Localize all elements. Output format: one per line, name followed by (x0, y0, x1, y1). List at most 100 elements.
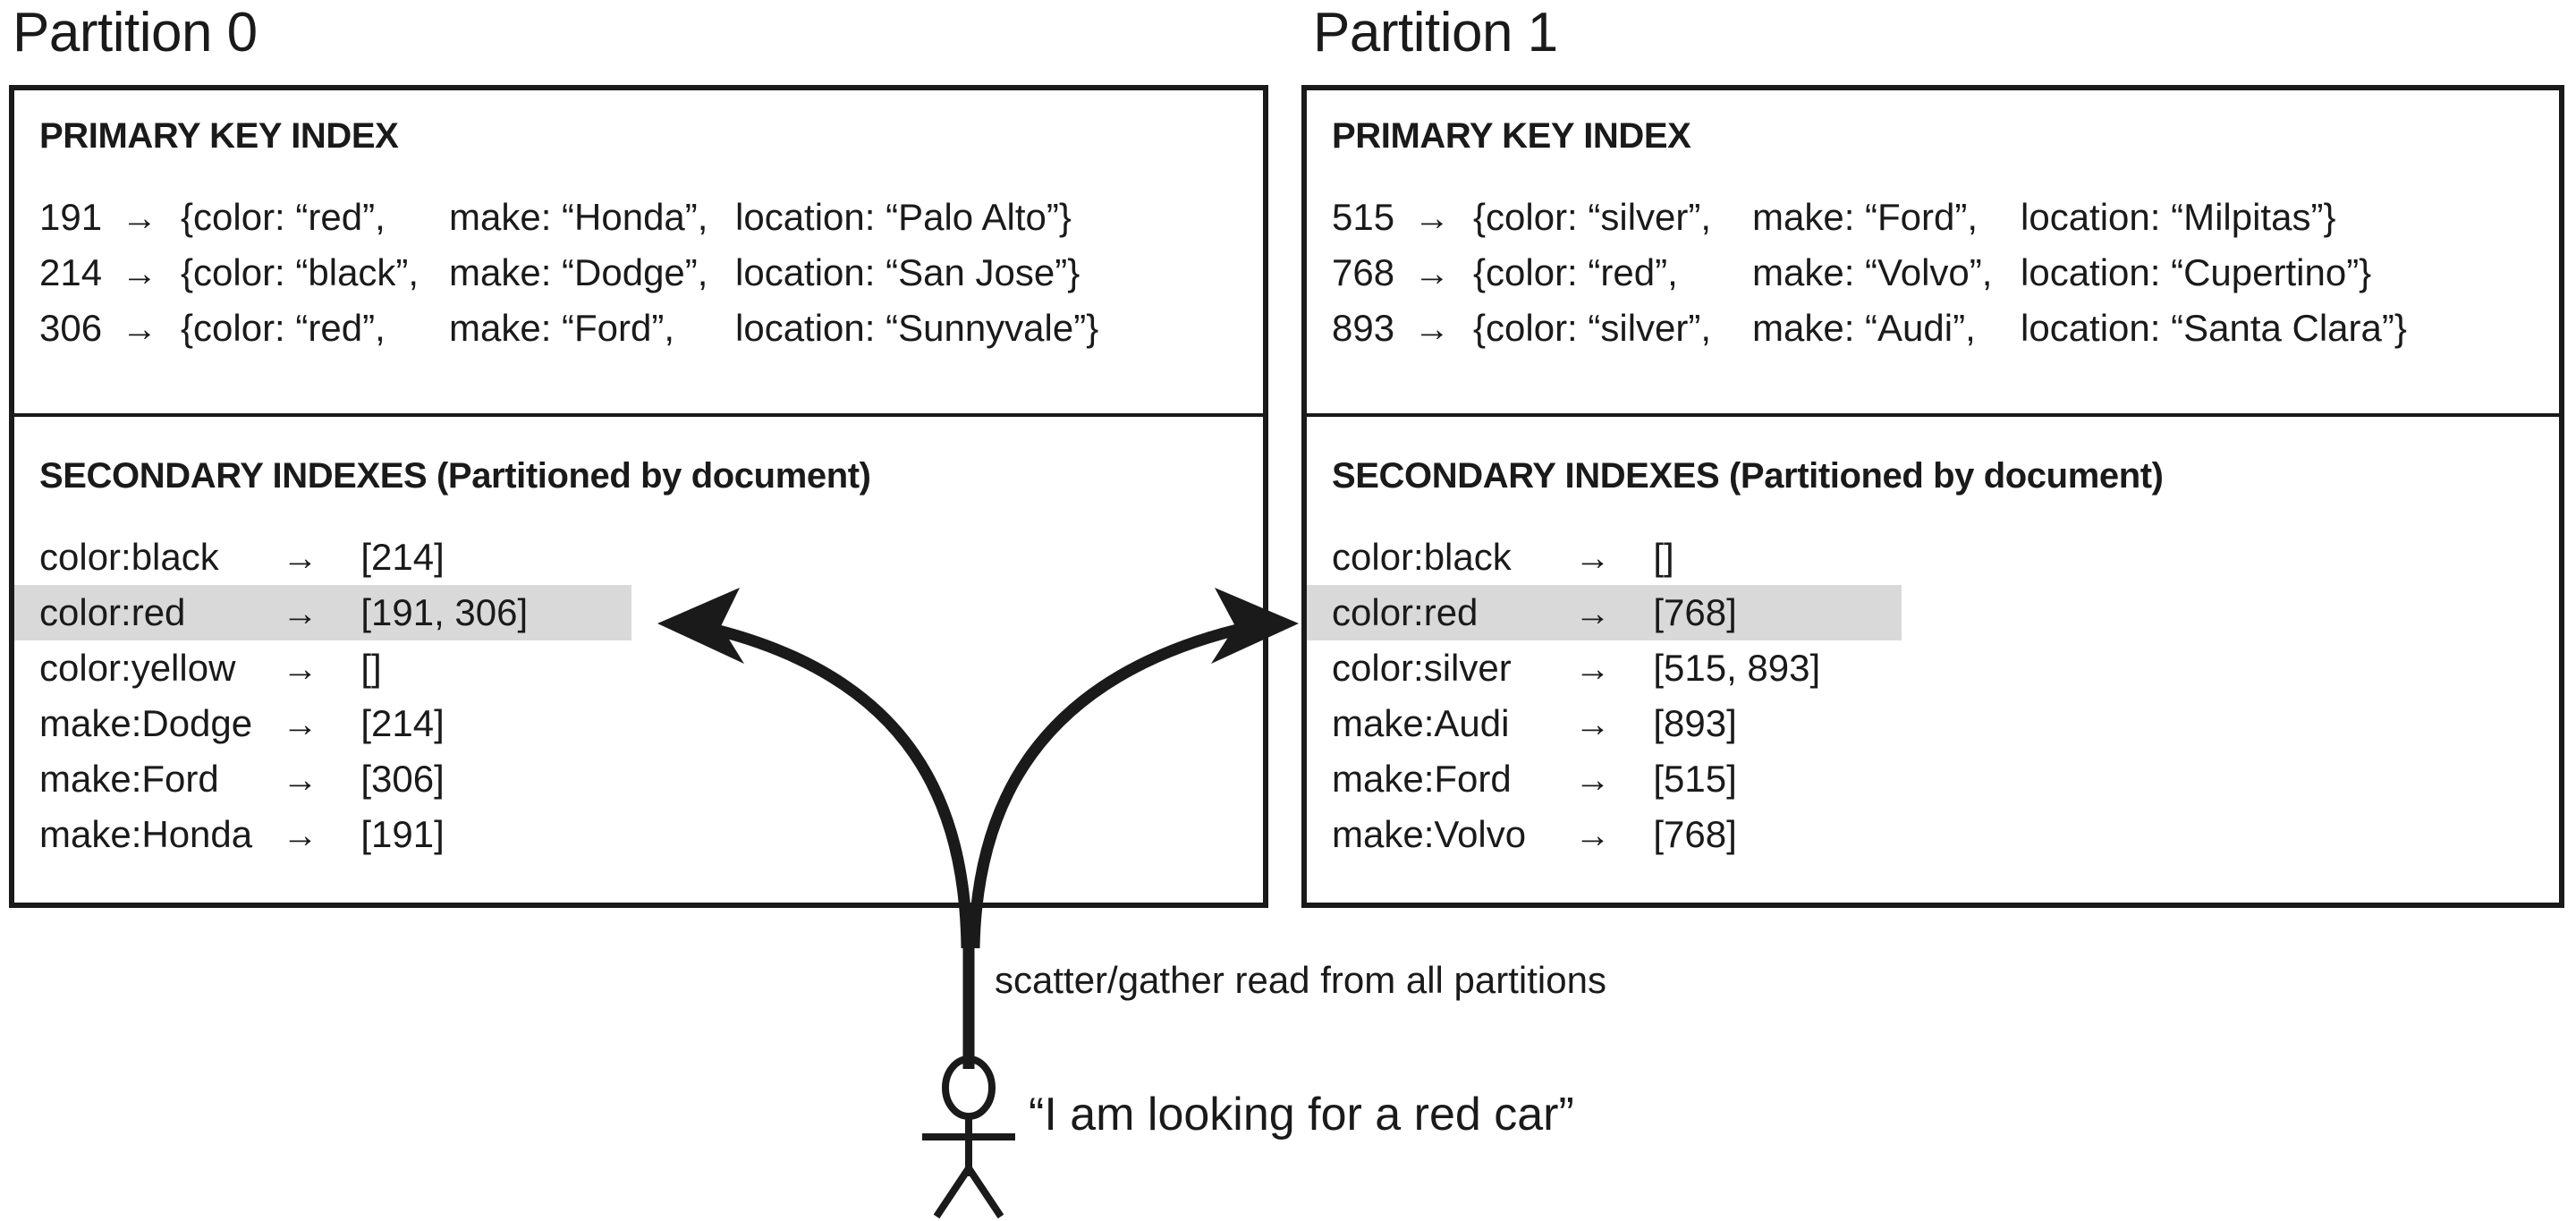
sec-key: color:black (1332, 536, 1512, 578)
sec-key: make:Dodge (39, 702, 253, 744)
arrow-icon: → (282, 538, 318, 578)
sec-value: [214] (360, 536, 445, 578)
arrow-icon: → (282, 649, 318, 689)
pk-location: location: “Sunnyvale”} (735, 307, 1099, 349)
sec-key: make:Ford (1332, 758, 1512, 800)
pk-location: location: “Palo Alto”} (735, 196, 1072, 238)
pk-color: {color: “black”, (181, 251, 419, 293)
sec-key: make:Ford (39, 758, 219, 800)
partition-0-primary-key-header: PRIMARY KEY INDEX (39, 116, 399, 156)
person-head-icon (942, 1056, 996, 1120)
primary-key-row: 214 → {color: “black”, make: “Dodge”, lo… (39, 245, 1098, 301)
arrow-icon: → (1574, 538, 1611, 578)
partition-0-primary-key-list: 191 → {color: “red”, make: “Honda”, loca… (39, 190, 1098, 356)
sec-key: make:Audi (1332, 702, 1510, 744)
partition-0-divider (14, 413, 1263, 417)
pk-color: {color: “red”, (1473, 251, 1678, 293)
arrow-icon: → (1414, 309, 1450, 349)
arrow-icon: → (1574, 649, 1611, 689)
sec-key: color:silver (1332, 647, 1512, 689)
sec-value: [214] (360, 702, 445, 744)
sec-key: make:Honda (39, 813, 253, 855)
arrow-icon: → (122, 309, 157, 349)
user-quote-label: “I am looking for a red car” (1029, 1089, 1574, 1140)
pk-make: make: “Audi”, (1752, 307, 1976, 349)
secondary-index-row: color:yellow → [] (14, 640, 1263, 696)
pk-id: 214 (39, 251, 103, 293)
secondary-index-row: color:black → [214] (14, 530, 1263, 585)
secondary-index-row: make:Ford → [306] (14, 751, 1263, 807)
sec-key: make:Volvo (1332, 813, 1527, 855)
scatter-gather-label: scatter/gather read from all partitions (995, 959, 1606, 1001)
pk-location: location: “Milpitas”} (2021, 196, 2336, 238)
partition-0-secondary-index-list: color:black → [214] color:red → [191, 30… (14, 530, 1263, 862)
pk-make: make: “Honda”, (449, 196, 708, 238)
sec-value: [515, 893] (1653, 647, 1821, 689)
sec-value: [306] (360, 758, 445, 800)
pk-make: make: “Ford”, (449, 307, 675, 349)
pk-id: 768 (1332, 251, 1395, 293)
arrow-icon: → (1414, 199, 1450, 238)
partition-0-title: Partition 0 (13, 2, 258, 64)
secondary-index-row: make:Volvo → [768] (1307, 807, 2559, 862)
partition-0-box (9, 85, 1268, 908)
secondary-index-row: color:silver → [515, 893] (1307, 640, 2559, 696)
arrow-icon: → (1414, 254, 1450, 293)
partition-1-divider (1307, 413, 2559, 417)
sec-key: color:yellow (39, 647, 236, 689)
pk-id: 306 (39, 307, 103, 349)
pk-make: make: “Volvo”, (1752, 251, 1993, 293)
pk-id: 191 (39, 196, 103, 238)
primary-key-row: 515 → {color: “silver”, make: “Ford”, lo… (1332, 190, 2407, 245)
pk-id: 515 (1332, 196, 1395, 238)
primary-key-row: 191 → {color: “red”, make: “Honda”, loca… (39, 190, 1098, 245)
pk-color: {color: “red”, (181, 307, 386, 349)
pk-make: make: “Ford”, (1752, 196, 1979, 238)
sec-key: color:black (39, 536, 219, 578)
sec-value: [768] (1653, 813, 1737, 855)
partition-1-secondary-index-list: color:black → [] color:red → [768] color… (1307, 530, 2559, 862)
partition-1-box (1301, 85, 2564, 908)
partition-1-primary-key-header: PRIMARY KEY INDEX (1332, 116, 1691, 156)
pk-color: {color: “silver”, (1473, 307, 1712, 349)
arrow-icon: → (122, 254, 157, 293)
arrow-icon: → (282, 816, 318, 855)
arrow-icon: → (282, 760, 318, 800)
secondary-index-row-highlighted: color:red → [191, 306] (14, 585, 631, 640)
pk-color: {color: “silver”, (1473, 196, 1712, 238)
partition-1-secondary-index-header: SECONDARY INDEXES (Partitioned by docume… (1332, 456, 2164, 496)
pk-location: location: “Santa Clara”} (2021, 307, 2407, 349)
secondary-index-row: make:Dodge → [214] (14, 696, 1263, 751)
partition-1-primary-key-list: 515 → {color: “silver”, make: “Ford”, lo… (1332, 190, 2407, 356)
arrow-icon: → (1574, 816, 1611, 855)
pk-location: location: “San Jose”} (735, 251, 1080, 293)
arrow-icon: → (282, 594, 318, 633)
sec-value: [] (360, 647, 382, 689)
sec-value: [768] (1653, 591, 1737, 633)
primary-key-row: 306 → {color: “red”, make: “Ford”, locat… (39, 301, 1098, 356)
primary-key-row: 893 → {color: “silver”, make: “Audi”, lo… (1332, 301, 2407, 356)
pk-location: location: “Cupertino”} (2021, 251, 2372, 293)
arrow-icon: → (282, 705, 318, 744)
person-legs-icon (933, 1161, 1004, 1219)
arrow-icon: → (122, 199, 157, 238)
sec-key: color:red (1332, 591, 1479, 633)
sec-value: [893] (1653, 702, 1737, 744)
partition-1-title: Partition 1 (1313, 2, 1558, 64)
secondary-index-row: make:Honda → [191] (14, 807, 1263, 862)
arrow-icon: → (1574, 760, 1611, 800)
secondary-index-row: color:black → [] (1307, 530, 2559, 585)
sec-key: color:red (39, 591, 186, 633)
sec-value: [] (1653, 536, 1674, 578)
partition-0-secondary-index-header: SECONDARY INDEXES (Partitioned by docume… (39, 456, 871, 496)
sec-value: [515] (1653, 758, 1737, 800)
secondary-index-row: make:Audi → [893] (1307, 696, 2559, 751)
primary-key-row: 768 → {color: “red”, make: “Volvo”, loca… (1332, 245, 2407, 301)
sec-value: [191] (360, 813, 445, 855)
secondary-index-row-highlighted: color:red → [768] (1307, 585, 1902, 640)
secondary-index-row: make:Ford → [515] (1307, 751, 2559, 807)
sec-value: [191, 306] (360, 591, 529, 633)
pk-make: make: “Dodge”, (449, 251, 708, 293)
pk-id: 893 (1332, 307, 1395, 349)
